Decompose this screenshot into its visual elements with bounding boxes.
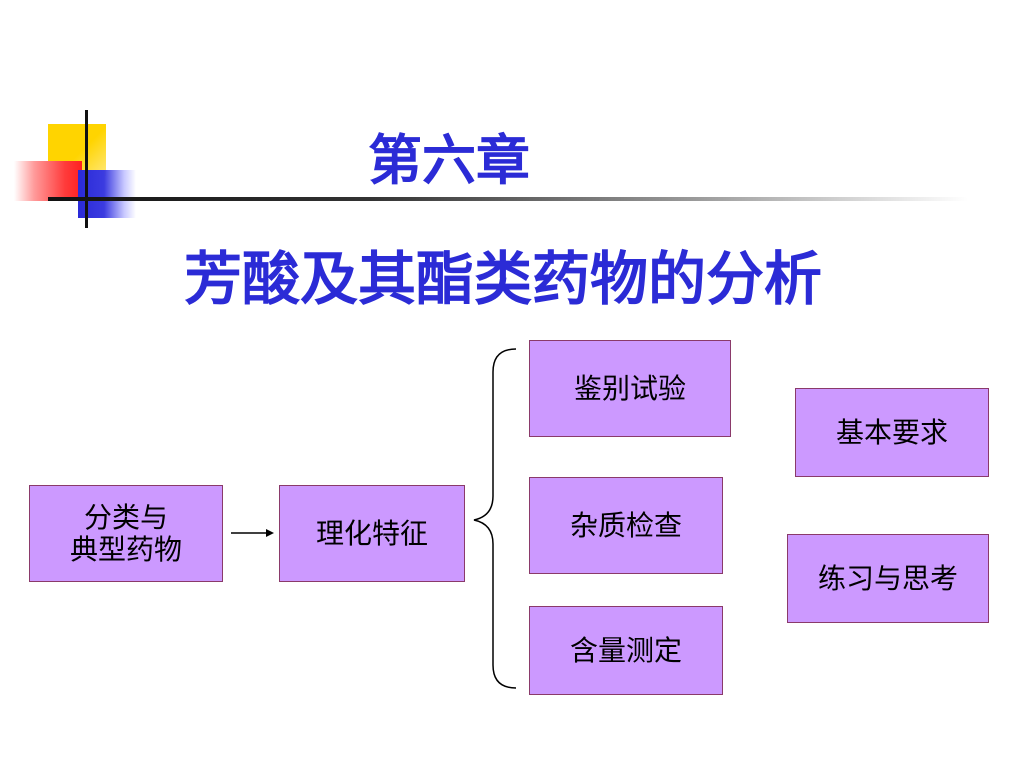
box-impurity-label: 杂质检查 bbox=[569, 508, 682, 542]
box-exercise-label: 练习与思考 bbox=[817, 561, 958, 595]
box-classification-typical-drugs[interactable]: 分类与 典型药物 bbox=[29, 485, 223, 582]
box-impurity-tests[interactable]: 杂质检查 bbox=[529, 477, 723, 574]
box-identification-tests[interactable]: 鉴别试验 bbox=[529, 340, 731, 437]
box-classification-line1: 分类与 bbox=[83, 500, 168, 534]
box-ident-label: 鉴别试验 bbox=[573, 371, 686, 405]
box-physchem-label: 理化特征 bbox=[315, 516, 428, 550]
box-assay[interactable]: 含量测定 bbox=[529, 606, 723, 695]
arrow-connector bbox=[231, 529, 274, 537]
chapter-title: 第六章 bbox=[368, 128, 530, 192]
decor-horizontal-rule bbox=[48, 197, 968, 201]
slide-main-title: 芳酸及其酯类药物的分析 bbox=[184, 245, 823, 313]
box-basic-label: 基本要求 bbox=[835, 415, 948, 449]
box-assay-label: 含量测定 bbox=[569, 633, 682, 667]
box-exercises-and-thinking[interactable]: 练习与思考 bbox=[787, 534, 989, 623]
decor-vertical-line bbox=[85, 110, 88, 228]
curly-brace bbox=[473, 348, 517, 689]
decor-red-square bbox=[14, 161, 82, 201]
box-physicochemical-features[interactable]: 理化特征 bbox=[279, 485, 465, 582]
box-classification-line2: 典型药物 bbox=[69, 532, 182, 566]
box-basic-requirements[interactable]: 基本要求 bbox=[795, 388, 989, 477]
